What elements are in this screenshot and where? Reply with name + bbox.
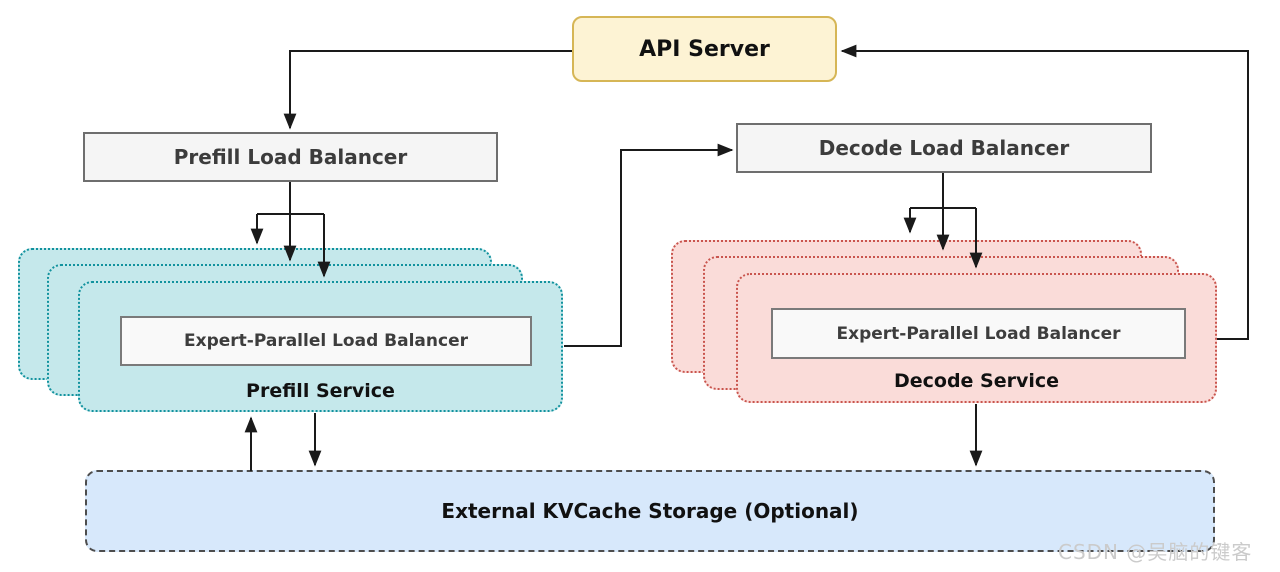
csdn-watermark: CSDN @吴脑的键客 bbox=[1058, 540, 1253, 564]
decode-load-balancer-node: Decode Load Balancer bbox=[736, 123, 1152, 173]
prefill-expert-parallel-load-balancer-node: Expert-Parallel Load Balancer bbox=[120, 316, 532, 366]
kvcache-label: External KVCache Storage (Optional) bbox=[441, 499, 859, 523]
decode-service-label: Decode Service bbox=[893, 370, 1060, 392]
decode-expert-parallel-load-balancer-node: Expert-Parallel Load Balancer bbox=[771, 308, 1186, 359]
prefill-service-label: Prefill Service bbox=[246, 380, 395, 402]
api-server-node: API Server bbox=[572, 16, 837, 82]
decode-eplb-label: Expert-Parallel Load Balancer bbox=[836, 323, 1121, 344]
decode-service-node: Expert-Parallel Load Balancer Decode Ser… bbox=[736, 273, 1217, 403]
prefill-eplb-label: Expert-Parallel Load Balancer bbox=[184, 331, 468, 351]
arrow-api-to-prefill-lb bbox=[283, 50, 572, 130]
prefill-service-node: Expert-Parallel Load Balancer Prefill Se… bbox=[78, 281, 563, 412]
decode-load-balancer-label: Decode Load Balancer bbox=[818, 136, 1070, 160]
external-kvcache-storage-node: External KVCache Storage (Optional) bbox=[85, 470, 1215, 552]
prefill-load-balancer-label: Prefill Load Balancer bbox=[173, 145, 408, 169]
api-server-label: API Server bbox=[639, 36, 770, 62]
prefill-load-balancer-node: Prefill Load Balancer bbox=[83, 132, 498, 182]
